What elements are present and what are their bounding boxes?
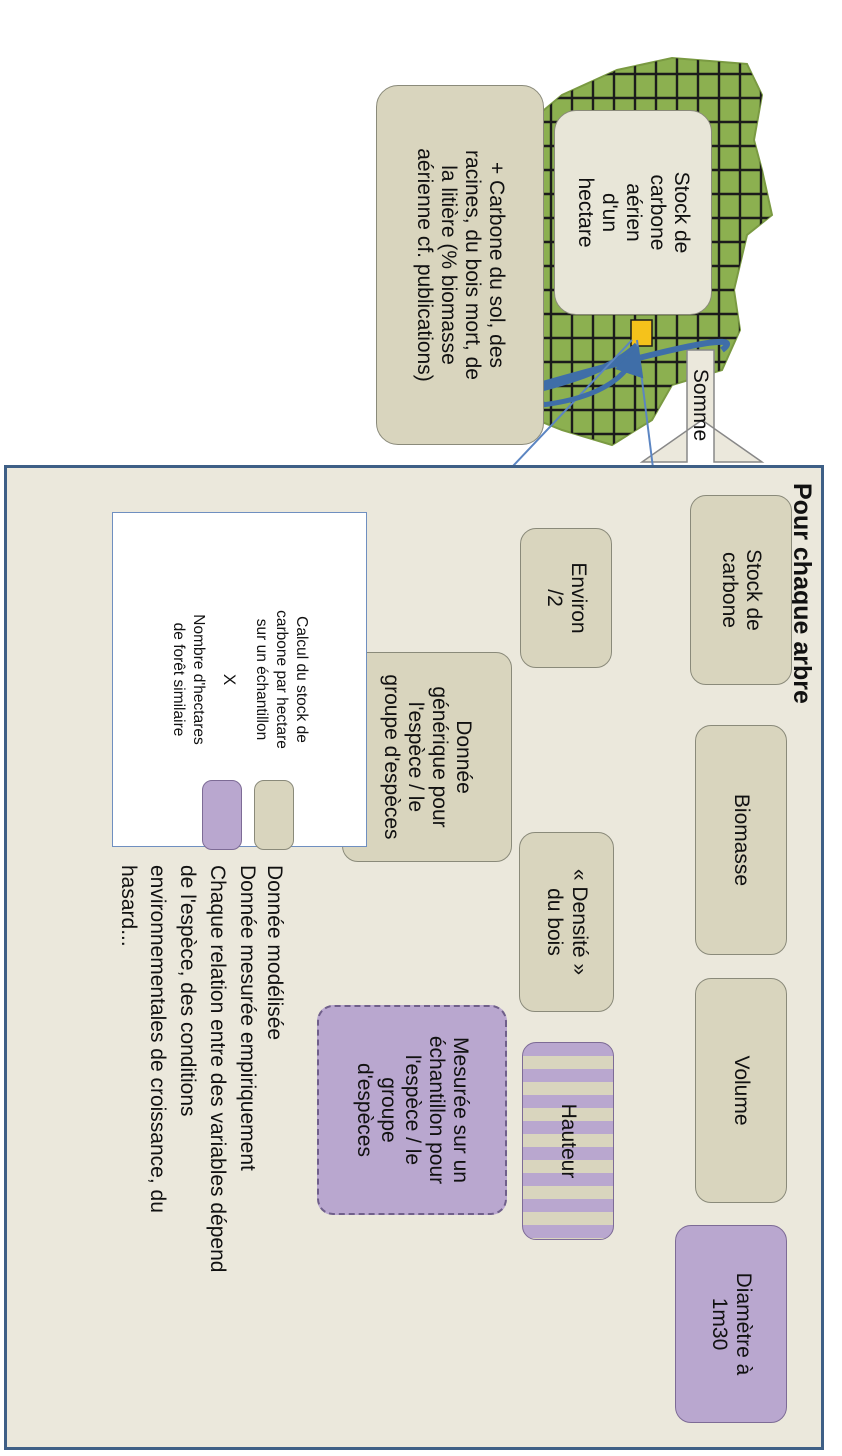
legend-measured-swatch bbox=[202, 780, 242, 850]
legend-measured-label: Donnée mesurée empiriquement bbox=[236, 865, 259, 1171]
biomasse-node: Biomasse bbox=[695, 725, 787, 955]
stock-carbone-node: Stock de carbone bbox=[690, 495, 792, 685]
densite-node: « Densité » du bois bbox=[519, 832, 614, 1012]
legend-modelled-label: Donnée modélisée bbox=[263, 865, 286, 1041]
calc-line1: Calcul du stock de carbone par hectare s… bbox=[252, 610, 310, 749]
volume-node: Volume bbox=[695, 978, 787, 1203]
stock-hectare-node: Stock de carbone aérien d'un hectare bbox=[554, 110, 712, 315]
legend-relation-label: Chaque relation entre des variables dépe… bbox=[116, 865, 229, 1273]
hauteur-node: Hauteur bbox=[522, 1042, 614, 1240]
mesuree-echantillon-node: Mesurée sur un échantillon pour l'espèce… bbox=[317, 1005, 507, 1215]
somme-arrow bbox=[639, 349, 765, 463]
calc-operator: X bbox=[220, 673, 240, 686]
somme-label: Somme bbox=[689, 368, 712, 442]
donnee-generique-node: Donnée générique pour l'espèce / le grou… bbox=[342, 652, 512, 862]
environ-node: Environ /2 bbox=[520, 528, 612, 668]
arrow-sum-curve bbox=[522, 345, 692, 398]
diametre-node: Diamètre à 1m30 bbox=[675, 1225, 787, 1423]
calc-line2: Nombre d'hectares de forêt similaire bbox=[170, 614, 208, 745]
legend-modelled-swatch bbox=[254, 780, 294, 850]
arrow-from-carbone-to-plot bbox=[541, 345, 644, 408]
carbone-sol-node: + Carbone du sol, des racines, du bois m… bbox=[376, 85, 544, 445]
